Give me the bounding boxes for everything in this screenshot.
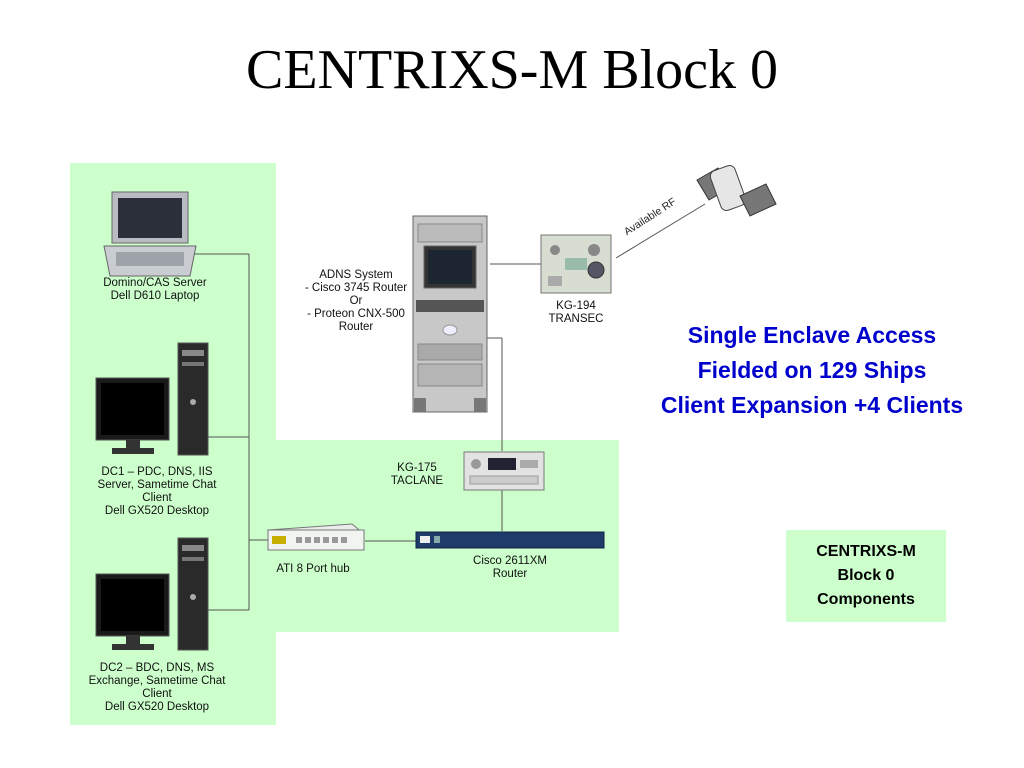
adns-rack-icon [412, 215, 488, 413]
slide-title: CENTRIXS-M Block 0 [246, 39, 778, 101]
cisco-router-icon [415, 531, 605, 549]
adns-label: ADNS System- Cisco 3745 Router Or- Prote… [304, 269, 408, 333]
connection-lines [188, 203, 706, 611]
kg194-icon [540, 234, 612, 294]
components-box: CENTRIXS-M Block 0 Components [786, 530, 946, 622]
hub-icon [266, 523, 366, 551]
kg175-icon [463, 451, 545, 491]
laptop-icon [103, 191, 197, 277]
desktop-1-icon [95, 342, 209, 456]
satellite-icon [696, 165, 777, 217]
hub-label: ATI 8 Port hub [276, 563, 350, 575]
highlight-text: Single Enclave Access Fielded on 129 Shi… [660, 322, 964, 418]
desktop-2-icon [95, 537, 209, 651]
